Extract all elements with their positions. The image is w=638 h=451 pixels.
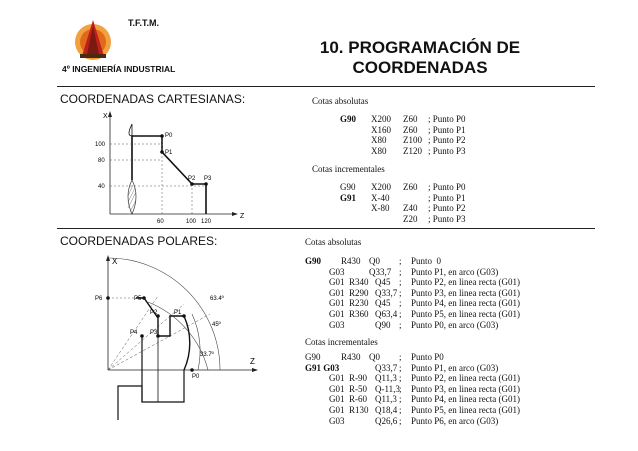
label-p4: P4 <box>130 330 138 336</box>
hatched-section <box>127 179 137 215</box>
arc-33 <box>191 313 201 371</box>
header-divider <box>57 86 595 87</box>
polar-abs-title: Cotas absolutas <box>305 237 362 247</box>
label-p2: P2 <box>188 176 196 182</box>
point-p4 <box>140 334 144 338</box>
label-p3: P3 <box>204 176 212 182</box>
point-p1 <box>182 314 186 318</box>
point-p0 <box>160 134 164 138</box>
label-p0: P0 <box>165 133 173 139</box>
z-tick-120: 120 <box>201 219 212 225</box>
label-p0: P0 <box>192 374 200 380</box>
label-p1: P1 <box>165 150 173 156</box>
x-axis-arrow <box>108 111 112 117</box>
y-tick-80: 80 <box>98 158 105 164</box>
point-p3 <box>204 182 208 186</box>
cartesian-diagram: X Z P0 P1 P2 P3 100 80 40 60 100 120 <box>95 111 245 225</box>
point-p0 <box>190 368 194 372</box>
point-p2 <box>190 182 194 186</box>
y-tick-40: 40 <box>98 184 105 190</box>
page-title-line2: COORDENADAS <box>352 58 488 77</box>
point-p2 <box>156 314 160 318</box>
y-tick-100: 100 <box>95 142 106 148</box>
org-label: T.F.T.M. <box>128 18 159 28</box>
label-p1: P1 <box>174 310 182 316</box>
angle-45: 45º <box>212 321 222 328</box>
cart-abs-title: Cotas absolutas <box>312 96 369 106</box>
z-tick-60: 60 <box>157 219 164 225</box>
dept-label: 4º INGENIERÍA INDUSTRIAL <box>62 64 176 74</box>
polar-heading: COORDENADAS POLARES: <box>60 234 218 248</box>
label-p3: P3 <box>150 330 158 336</box>
z-axis-label: Z <box>240 213 245 220</box>
logo-icon <box>75 20 111 60</box>
polar-diagram: X Z P6 P5 P4 P3 P2 P1 P0 63.4º 45º 33.7º <box>95 255 258 420</box>
page-title-line1: 10. PROGRAMACIÓN DE <box>319 38 521 57</box>
x-axis-label: X <box>103 113 108 120</box>
angle-33: 33.7º <box>200 351 215 358</box>
point-p5 <box>142 296 146 300</box>
profile-path <box>131 135 207 214</box>
label-p6: P6 <box>95 296 103 302</box>
label-p2: P2 <box>150 310 158 316</box>
z-axis-label: Z <box>250 357 255 366</box>
z-axis-arrow <box>232 212 238 216</box>
point-p1 <box>160 150 164 154</box>
cart-inc-title: Cotas incrementales <box>312 164 385 174</box>
section-divider <box>57 228 595 229</box>
cart-abs-row: G90 <box>340 114 357 124</box>
arc-45 <box>147 301 209 371</box>
polar-profile <box>136 297 191 371</box>
polar-inc-title: Cotas incrementales <box>305 337 378 347</box>
z-tick-100: 100 <box>186 219 197 225</box>
point-p6 <box>106 296 110 300</box>
angle-63: 63.4º <box>210 295 225 302</box>
cartesian-heading: COORDENADAS CARTESIANAS: <box>60 92 246 106</box>
point-p3 <box>156 334 160 338</box>
arc-63 <box>107 257 221 371</box>
label-p5: P5 <box>134 296 142 302</box>
x-axis-label: X <box>112 257 118 266</box>
logo <box>68 16 118 62</box>
page-title: 10. PROGRAMACIÓN DE COORDENADAS <box>290 38 550 78</box>
